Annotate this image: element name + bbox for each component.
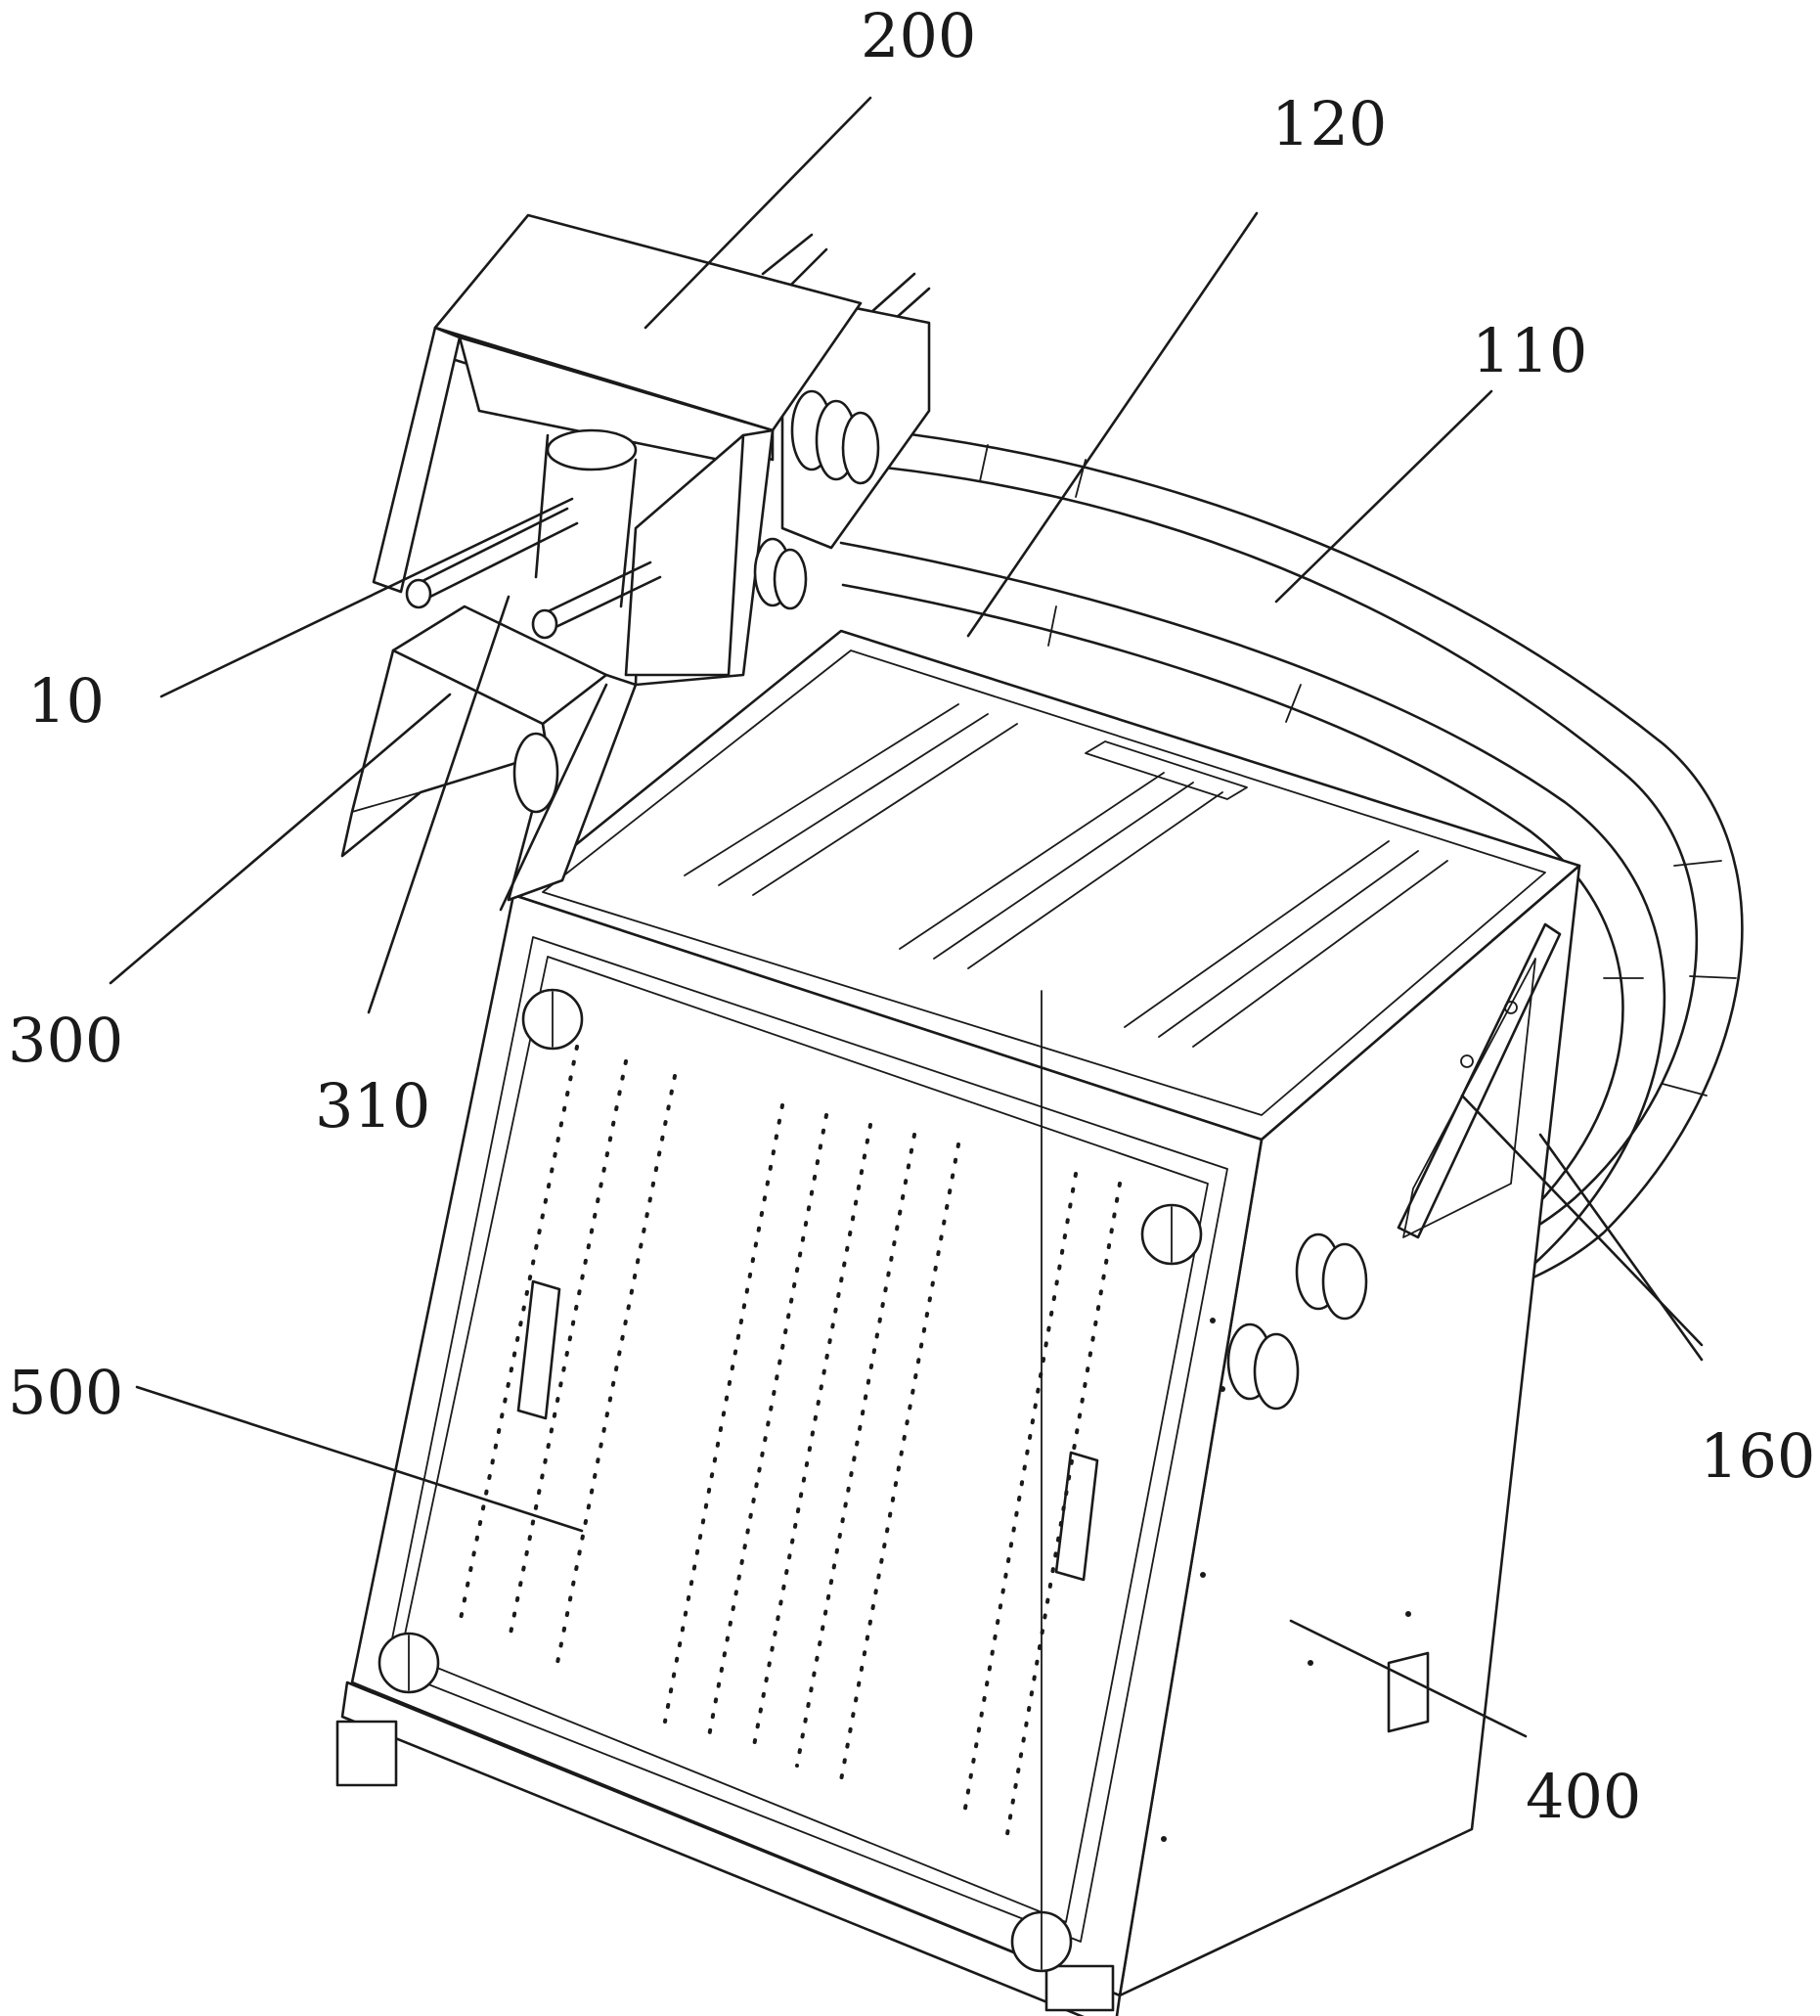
label-10: 10 bbox=[27, 665, 105, 737]
label-110: 110 bbox=[1472, 315, 1587, 386]
label-310: 310 bbox=[315, 1070, 430, 1142]
head-200 bbox=[372, 213, 931, 687]
label-200: 200 bbox=[861, 0, 976, 71]
top-vents bbox=[684, 703, 1448, 1048]
label-500: 500 bbox=[8, 1357, 123, 1428]
door-perforations bbox=[458, 1045, 1122, 1836]
label-160: 160 bbox=[1700, 1420, 1815, 1492]
nozzle-300 bbox=[340, 605, 638, 912]
label-300: 300 bbox=[8, 1005, 123, 1076]
door-500 bbox=[377, 988, 1225, 1973]
reference-labels: 200 120 110 10 300 310 500 160 400 bbox=[8, 0, 1815, 1832]
label-120: 120 bbox=[1271, 88, 1387, 159]
cabinet-400 bbox=[335, 629, 1581, 2016]
leader-lines bbox=[109, 96, 1704, 1738]
side-fittings bbox=[1226, 1232, 1368, 1411]
label-400: 400 bbox=[1526, 1761, 1641, 1832]
